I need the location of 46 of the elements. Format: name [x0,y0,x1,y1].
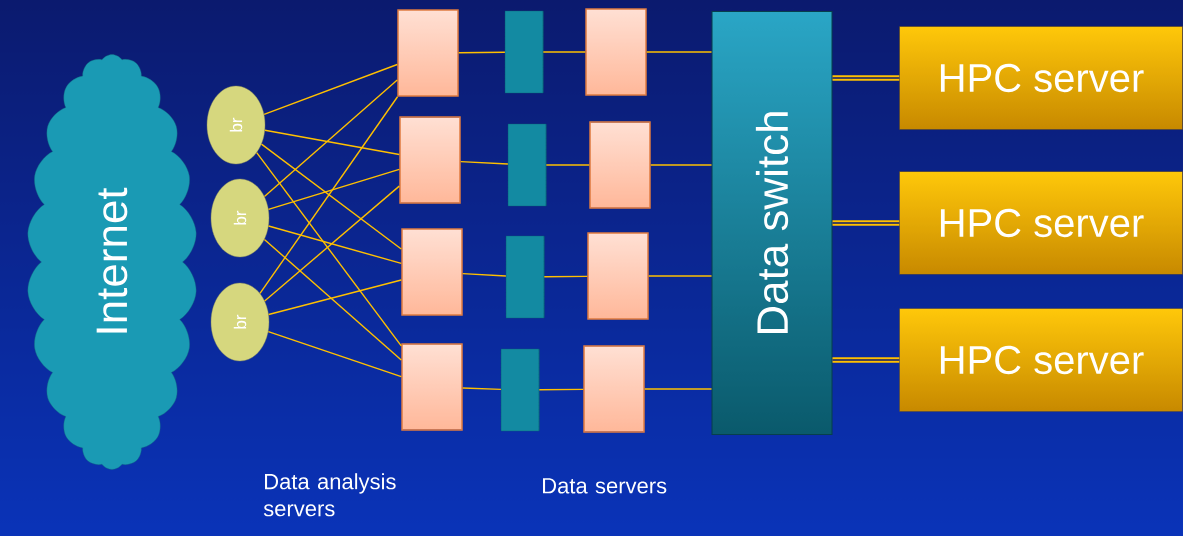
connector-line [267,225,402,265]
connector-line [545,164,590,166]
connector-line [646,51,713,53]
server-box [583,345,645,433]
double-line [831,357,901,363]
storage-cylinder [507,123,547,207]
connector-line [460,160,509,165]
connector-line [542,51,586,53]
connector-line [650,164,713,166]
connector-line [263,238,402,361]
connector-line [648,275,713,277]
server-box [399,116,461,204]
server-box [587,232,649,320]
double-line [831,75,901,81]
connector-line [267,168,400,210]
connector-line [458,51,506,54]
server-box [589,121,651,209]
switch-box: Data switch [711,11,833,435]
caption-text: Data servers [543,478,667,494]
hpc-server-box: HPC server [899,308,1183,412]
connector-line [263,185,400,302]
storage-cylinder [500,348,540,432]
storage-cylinder [505,235,545,319]
connector-line [264,129,400,156]
connector-line [644,388,713,390]
connector-line [462,272,507,277]
caption-text: Data analysis servers [263,473,396,517]
connector-line [263,79,398,198]
server-box [401,228,463,316]
server-box [585,8,647,96]
connector-line [260,143,402,250]
server-box [401,343,463,431]
storage-cylinder [504,10,544,94]
cloud: Internet [27,54,197,470]
hpc-server-box: HPC server [899,171,1183,275]
double-line [831,220,901,226]
server-box [397,9,459,97]
connector-line [543,275,588,278]
connector-line [259,96,399,295]
connector-line [462,387,502,391]
connector-line [256,151,402,347]
connector-line [538,388,584,391]
connector-line [267,330,402,378]
connector-line [263,63,398,116]
connector-line [267,279,402,316]
hpc-server-box: HPC server [899,26,1183,130]
